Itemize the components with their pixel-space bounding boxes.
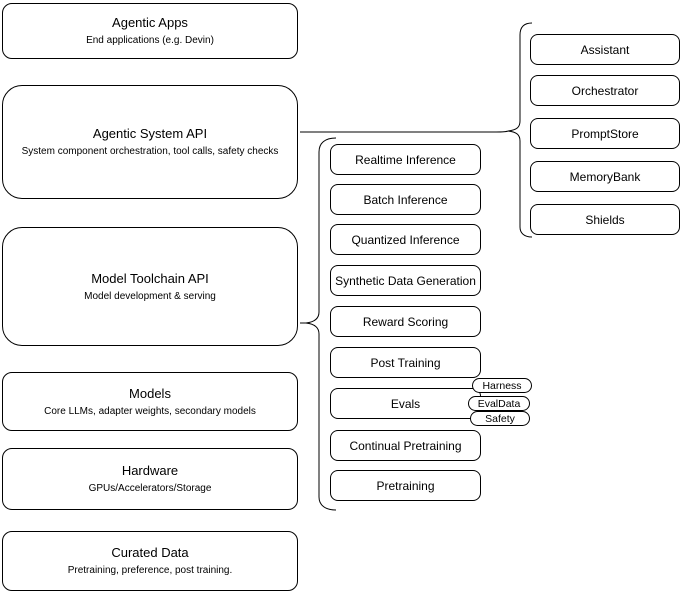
node-shields: Shields [530,204,680,235]
node-title: Agentic System API [92,126,208,141]
node-agentic-system-api: Agentic System API System component orch… [2,85,298,199]
node-continual-pretraining: Continual Pretraining [330,430,481,461]
node-curated-data: Curated Data Pretraining, preference, po… [2,531,298,591]
node-subtitle: End applications (e.g. Devin) [86,35,214,46]
node-subtitle: Model development & serving [84,290,216,302]
node-batch-inference: Batch Inference [330,184,481,215]
node-subtitle: GPUs/Accelerators/Storage [88,483,212,494]
node-orchestrator: Orchestrator [530,75,680,106]
node-quantized-inference: Quantized Inference [330,224,481,255]
node-post-training: Post Training [330,347,481,378]
node-subtitle: Pretraining, preference, post training. [67,565,233,576]
system-bracket [507,22,533,238]
node-agentic-apps: Agentic Apps End applications (e.g. Devi… [2,3,298,59]
node-pretraining: Pretraining [330,470,481,501]
node-evals: Evals [330,388,481,419]
tag-evaldata: EvalData [468,396,530,411]
tag-harness: Harness [472,378,532,393]
node-memorybank: MemoryBank [530,161,680,192]
node-title: Models [129,385,171,401]
node-realtime-inference: Realtime Inference [330,144,481,175]
node-models: Models Core LLMs, adapter weights, secon… [2,372,298,431]
node-synthetic-data-generation: Synthetic Data Generation [330,265,481,296]
node-title: Curated Data [111,545,189,560]
tag-safety: Safety [470,411,530,426]
node-title: Hardware [121,463,179,478]
node-title: Model Toolchain API [91,270,209,286]
node-promptstore: PromptStore [530,118,680,149]
node-hardware: Hardware GPUs/Accelerators/Storage [2,448,298,510]
node-model-toolchain-api: Model Toolchain API Model development & … [2,227,298,346]
node-assistant: Assistant [530,34,680,65]
node-title: Agentic Apps [112,15,188,30]
connector-system-api-to-components [300,130,509,133]
node-subtitle: System component orchestration, tool cal… [21,146,279,157]
node-subtitle: Core LLMs, adapter weights, secondary mo… [44,405,256,417]
node-reward-scoring: Reward Scoring [330,306,481,337]
